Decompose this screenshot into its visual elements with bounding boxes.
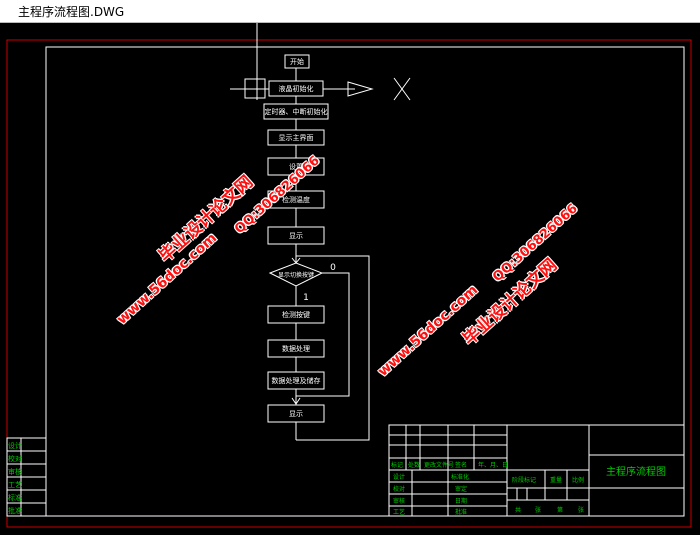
left-col-2: 审核 [8, 467, 22, 476]
tb-sign-3: 工艺 [393, 508, 405, 516]
label-display1: 显示 [289, 232, 303, 240]
tb-sign-0: 设计 [393, 473, 405, 481]
outer-border [6, 39, 692, 528]
crosshair-pickbox [244, 78, 266, 99]
left-col-3: 工艺 [8, 481, 22, 489]
x-mark-b [393, 77, 411, 101]
tb-mid-2: 更改文件号 [424, 461, 454, 469]
drawing-svg: 开始 液晶初始化 定时器、中断初始化 显示主界面 设置 检测温度 显示 显示切换… [6, 23, 692, 528]
loop-outer [296, 255, 370, 441]
node-start [284, 54, 310, 69]
drawing-title: 主程序流程图 [606, 465, 666, 478]
tb-mid-4: 年、月、日 [478, 461, 508, 469]
branch-no-label: 0 [330, 263, 336, 273]
label-step4: 设置 [289, 162, 303, 171]
tb-sheet-0: 共 [515, 506, 521, 514]
node-step8 [267, 305, 325, 324]
tb-sign2-0: 标准化 [451, 473, 469, 481]
tb-mid-3: 签名 [455, 461, 467, 469]
node-init2 [263, 103, 329, 120]
label-init2: 定时器、中断初始化 [265, 107, 328, 116]
label-start: 开始 [290, 57, 304, 66]
node-step10 [267, 371, 325, 390]
window-title: 主程序流程图.DWG [18, 5, 125, 19]
tb-sign2-1: 审定 [455, 485, 467, 493]
node-init1 [268, 80, 324, 97]
label-main-ui: 显示主界面 [279, 133, 314, 142]
left-col-4: 标准 [8, 493, 22, 502]
tb-sign2-2: 日期 [455, 497, 467, 505]
tb-weight: 重量 [550, 476, 562, 484]
label-step10: 数据处理及储存 [272, 376, 321, 385]
left-col-1: 校对 [8, 454, 22, 463]
label-decision: 显示切换按键 [278, 271, 314, 279]
arrow-head-2 [291, 257, 301, 264]
label-init1: 液晶初始化 [279, 84, 314, 93]
tb-sheet-1: 张 [535, 506, 541, 514]
label-step9: 数据处理 [282, 344, 310, 353]
tb-scale: 比例 [572, 476, 584, 484]
tb-stage: 阶段标记 [512, 476, 536, 484]
tb-sheet-3: 张 [578, 506, 584, 514]
tb-mid-0: 标记 [391, 461, 403, 469]
label-step8: 检测按键 [282, 310, 310, 319]
node-main-ui [267, 129, 325, 146]
arrow-marker [347, 81, 374, 97]
label-step5: 检测温度 [282, 195, 310, 204]
arrow-head-1 [291, 397, 301, 405]
tb-mid-1: 处数 [408, 461, 420, 469]
inner-border [45, 46, 685, 517]
cad-canvas[interactable]: 开始 液晶初始化 定时器、中断初始化 显示主界面 设置 检测温度 显示 显示切换… [0, 23, 700, 531]
window-titlebar: 主程序流程图.DWG [0, 0, 700, 23]
tb-sheet-2: 第 [557, 506, 563, 514]
branch-yes-label: 1 [303, 293, 309, 303]
tb-sign2-3: 批准 [455, 508, 467, 516]
node-display2 [267, 404, 325, 423]
node-display1 [267, 226, 325, 245]
node-step5 [267, 190, 325, 209]
loop-no-branch [296, 272, 350, 397]
node-step9 [267, 339, 325, 358]
tb-sign-2: 审核 [393, 497, 405, 505]
left-col-5: 批准 [8, 506, 22, 515]
tb-sign-1: 校对 [393, 485, 405, 493]
left-col-0: 设计 [8, 441, 22, 450]
label-display2: 显示 [289, 410, 303, 418]
node-step4 [267, 157, 325, 176]
